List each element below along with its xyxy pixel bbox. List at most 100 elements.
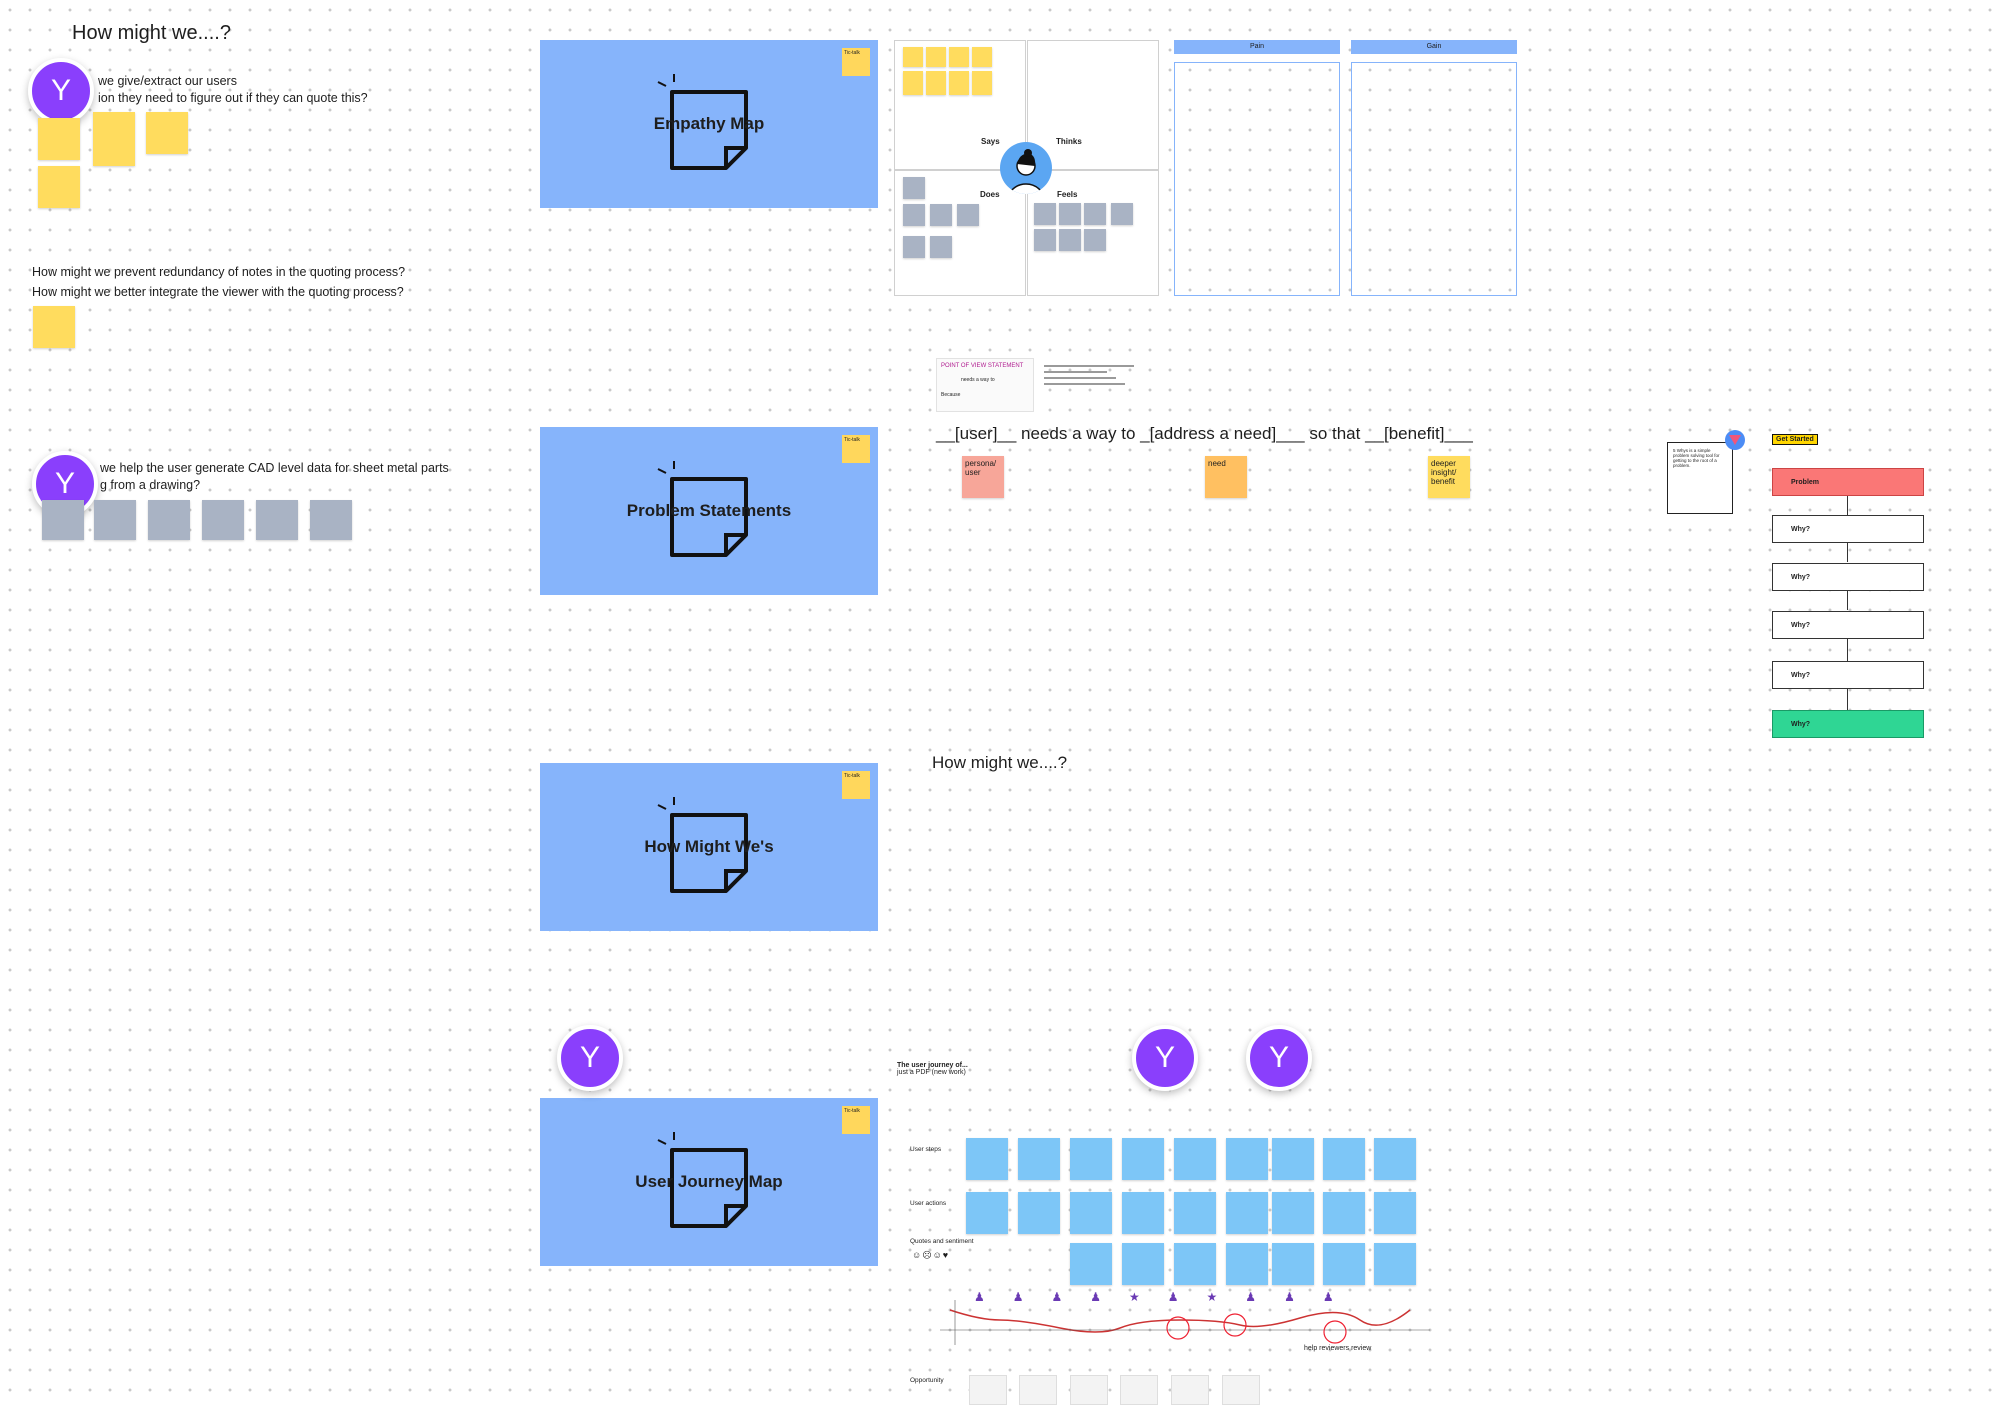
pov-statement: __[user]__ needs a way to _[address a ne… — [936, 424, 1473, 443]
opportunity-placeholder[interactable] — [1070, 1375, 1108, 1405]
sticky-note[interactable] — [202, 500, 244, 540]
funnel-icon — [1725, 430, 1745, 450]
journey-sticky[interactable] — [1174, 1243, 1216, 1285]
sticky-note[interactable] — [38, 118, 80, 160]
journey-sticky[interactable] — [1226, 1192, 1268, 1234]
sticky-note[interactable] — [256, 500, 298, 540]
mini-sticky-note[interactable]: Tic-talk — [842, 771, 870, 799]
journey-sticky[interactable] — [1018, 1138, 1060, 1180]
user-avatar[interactable]: Y — [1246, 1025, 1312, 1091]
why-box-3[interactable]: Why? — [1772, 611, 1924, 639]
opportunity-placeholder[interactable] — [1120, 1375, 1158, 1405]
sticky-note[interactable] — [146, 112, 188, 154]
sticky-note[interactable] — [42, 500, 84, 540]
sticky-note[interactable] — [38, 166, 80, 208]
need-sticky-text: need — [1208, 459, 1226, 468]
mini-sticky-note[interactable]: Tic-talk — [842, 1106, 870, 1134]
sticky-note[interactable] — [903, 177, 925, 199]
why-box-2[interactable]: Why? — [1772, 563, 1924, 591]
journey-sticky[interactable] — [1018, 1192, 1060, 1234]
sticky-note[interactable] — [949, 47, 969, 67]
sticky-note[interactable] — [903, 71, 923, 95]
sticky-note[interactable] — [930, 236, 952, 258]
journey-sticky[interactable] — [1374, 1138, 1416, 1180]
persona-emoji-icons: ♟♟♟♟★♟★♟♟♟ — [974, 1290, 1362, 1304]
user-journey-map-card[interactable]: Tic-talk User Journey Map — [540, 1098, 878, 1266]
opportunity-placeholder[interactable] — [969, 1375, 1007, 1405]
sticky-note[interactable] — [903, 47, 923, 67]
how-might-we-card[interactable]: Tic-talk How Might We's — [540, 763, 878, 931]
gain-panel[interactable] — [1351, 62, 1517, 296]
journey-sticky[interactable] — [1374, 1192, 1416, 1234]
empathy-label-says: Says — [981, 137, 1000, 146]
opportunity-placeholder[interactable] — [1222, 1375, 1260, 1405]
sticky-note[interactable] — [1111, 203, 1133, 225]
sticky-note[interactable] — [94, 500, 136, 540]
sticky-note[interactable] — [903, 236, 925, 258]
why-box-1[interactable]: Why? — [1772, 515, 1924, 543]
journey-sticky[interactable] — [1323, 1138, 1365, 1180]
sticky-note[interactable] — [1034, 203, 1056, 225]
why-box-4[interactable]: Why? — [1772, 661, 1924, 689]
pov-template-card[interactable]: POINT OF VIEW STATEMENT needs a way to B… — [936, 358, 1034, 412]
sticky-note[interactable] — [33, 306, 75, 348]
sticky-note[interactable] — [148, 500, 190, 540]
sticky-note[interactable] — [93, 112, 135, 166]
journey-sticky[interactable] — [1070, 1138, 1112, 1180]
get-started-button[interactable]: Get Started — [1772, 434, 1818, 445]
journey-sticky[interactable] — [1122, 1243, 1164, 1285]
journey-sticky[interactable] — [1122, 1192, 1164, 1234]
journey-sticky[interactable] — [1272, 1243, 1314, 1285]
sticky-note[interactable] — [1034, 229, 1056, 251]
user-avatar[interactable]: Y — [557, 1025, 623, 1091]
empathy-map-card[interactable]: Tic-talk Empathy Map — [540, 40, 878, 208]
sticky-note[interactable] — [1084, 203, 1106, 225]
user-avatar[interactable]: Y — [28, 58, 94, 124]
sticky-note[interactable] — [949, 71, 969, 95]
opportunity-placeholder[interactable] — [1171, 1375, 1209, 1405]
sticky-note[interactable] — [930, 204, 952, 226]
journey-sticky[interactable] — [966, 1138, 1008, 1180]
gain-header: Gain — [1351, 40, 1517, 54]
avatar-initial: Y — [54, 467, 75, 500]
journey-sticky[interactable] — [1374, 1243, 1416, 1285]
hmw-title: How might we....? — [72, 22, 231, 44]
journey-sticky[interactable] — [1272, 1192, 1314, 1234]
avatar-initial: Y — [579, 1041, 600, 1074]
five-whys-intro-card[interactable]: 5 Whys is a simple problem solving tool … — [1667, 442, 1733, 514]
sticky-note[interactable] — [1059, 229, 1081, 251]
journey-sticky[interactable] — [1174, 1192, 1216, 1234]
sticky-note[interactable] — [1059, 203, 1081, 225]
opportunity-placeholder[interactable] — [1019, 1375, 1057, 1405]
journey-sticky[interactable] — [1174, 1138, 1216, 1180]
need-sticky[interactable]: need — [1205, 456, 1247, 498]
mini-sticky-note[interactable]: Tic-talk — [842, 48, 870, 76]
journey-sticky[interactable] — [1122, 1138, 1164, 1180]
user-avatar[interactable]: Y — [1132, 1025, 1198, 1091]
problem-statements-card[interactable]: Tic-talk Problem Statements — [540, 427, 878, 595]
problem-box[interactable]: Problem — [1772, 468, 1924, 496]
journey-sticky[interactable] — [1226, 1243, 1268, 1285]
mini-sticky-note[interactable]: Tic-talk — [842, 435, 870, 463]
sticky-note[interactable] — [926, 47, 946, 67]
sticky-note[interactable] — [926, 71, 946, 95]
journey-sticky[interactable] — [1070, 1192, 1112, 1234]
insight-sticky[interactable]: deeper insight/ benefit — [1428, 456, 1470, 498]
sticky-note[interactable] — [972, 71, 992, 95]
journey-sticky[interactable] — [966, 1192, 1008, 1234]
pain-panel[interactable] — [1174, 62, 1340, 296]
help-reviewers-note: help reviewers review — [1304, 1345, 1372, 1352]
journey-sticky[interactable] — [1323, 1243, 1365, 1285]
sticky-note[interactable] — [957, 204, 979, 226]
journey-sticky[interactable] — [1272, 1138, 1314, 1180]
journey-sticky[interactable] — [1070, 1243, 1112, 1285]
empathy-quadrant-thinks[interactable] — [1027, 40, 1159, 170]
journey-sticky[interactable] — [1323, 1192, 1365, 1234]
sticky-note[interactable] — [903, 204, 925, 226]
sticky-note[interactable] — [972, 47, 992, 67]
sticky-note[interactable] — [310, 500, 352, 540]
why-box-5[interactable]: Why? — [1772, 710, 1924, 738]
persona-sticky[interactable]: persona/ user — [962, 456, 1004, 498]
sticky-note[interactable] — [1084, 229, 1106, 251]
journey-sticky[interactable] — [1226, 1138, 1268, 1180]
